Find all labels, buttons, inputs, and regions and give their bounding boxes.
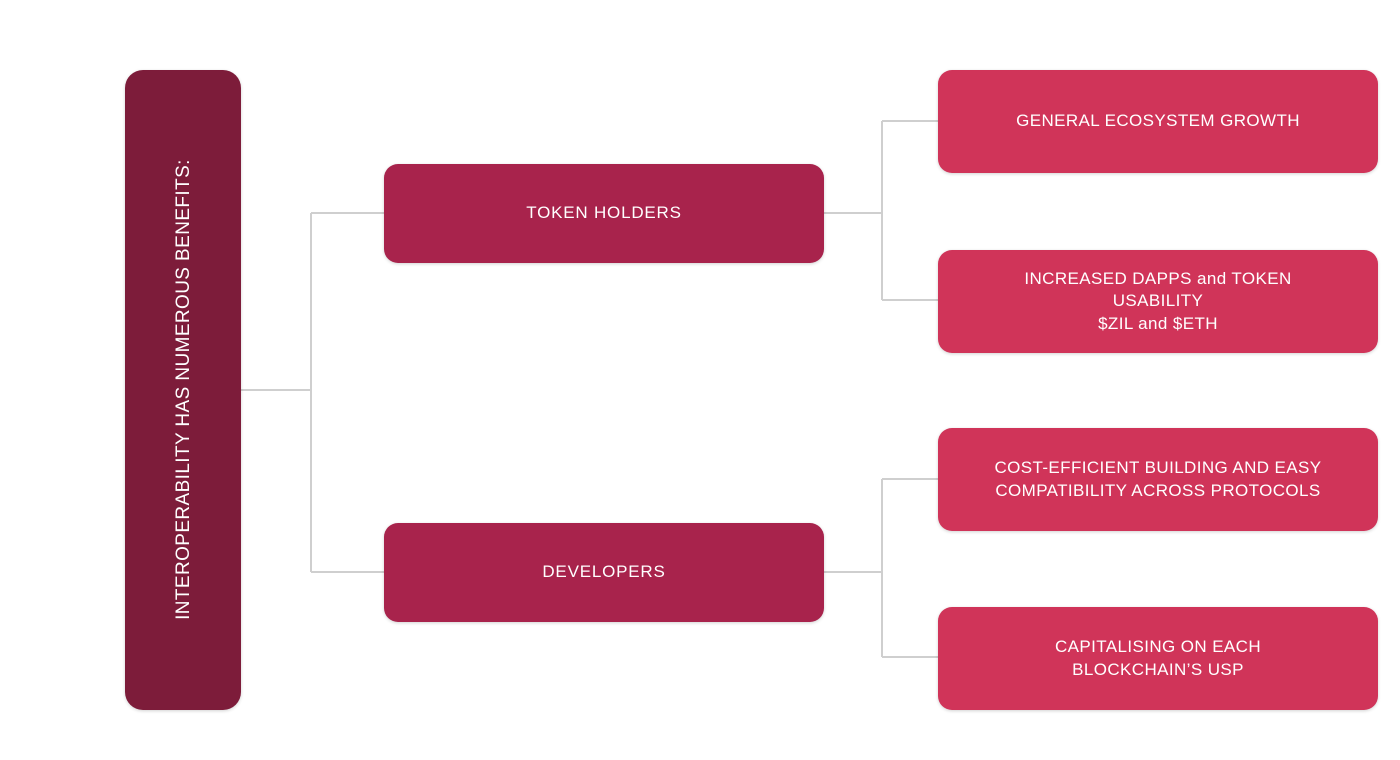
leaf-node-label-line: CAPITALISING ON EACH <box>1054 637 1262 657</box>
branch-node-label: DEVELOPERS <box>542 562 666 582</box>
leaf-node-label: GENERAL ECOSYSTEM GROWTH <box>960 110 1356 132</box>
leaf-node-increased-dapps-and-token-usability[interactable]: INCREASED DAPPS and TOKEN USABILITY$ZIL a… <box>938 250 1378 353</box>
leaf-node-label: INCREASED DAPPS and TOKEN USABILITY$ZIL a… <box>960 268 1356 335</box>
leaf-node-label-line: USABILITY <box>1112 291 1204 311</box>
leaf-node-label-line: INCREASED DAPPS and TOKEN <box>1024 268 1292 288</box>
root-node[interactable]: INTEROPERABILITY HAS NUMEROUS BENEFITS: <box>125 70 241 710</box>
leaf-node-general-ecosystem-growth[interactable]: GENERAL ECOSYSTEM GROWTH <box>938 70 1378 173</box>
leaf-node-label-line: COST-EFFICIENT BUILDING AND EASY <box>994 458 1322 478</box>
branch-node-token-holders[interactable]: TOKEN HOLDERS <box>384 164 824 263</box>
root-node-label: INTEROPERABILITY HAS NUMEROUS BENEFITS: <box>172 159 194 621</box>
branch-node-developers[interactable]: DEVELOPERS <box>384 523 824 622</box>
branch-node-label: TOKEN HOLDERS <box>526 203 682 223</box>
leaf-node-label-line: GENERAL ECOSYSTEM GROWTH <box>1016 111 1300 131</box>
leaf-node-label-line: COMPATIBILITY ACROSS PROTOCOLS <box>995 480 1321 500</box>
leaf-node-label-line: BLOCKCHAIN’S USP <box>1072 659 1244 679</box>
leaf-node-label-line: $ZIL and $ETH <box>1098 313 1218 333</box>
